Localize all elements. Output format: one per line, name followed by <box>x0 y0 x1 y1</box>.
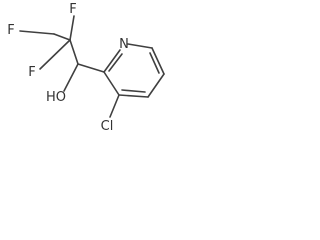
ring-bond-c6-c5 <box>151 47 165 75</box>
atom-label-f1: F <box>69 2 76 17</box>
ring-bond-c5-c4 <box>147 73 165 98</box>
ring-bond-c3-c2 <box>103 71 120 96</box>
bond-cf3-choh <box>69 39 79 65</box>
chemical-structure: F F F HO N Cl <box>7 2 165 134</box>
bond-cf3-f1 <box>69 15 75 41</box>
bond-choh-c2 <box>77 63 105 73</box>
atom-label-cl: Cl <box>101 119 114 134</box>
ring-bond-c6-c5-inner <box>149 52 160 74</box>
bond-c3-cl <box>109 94 120 118</box>
ring-bond-c4-c3-inner <box>121 89 146 93</box>
ring-bond-c2-n <box>103 49 121 73</box>
atom-label-f2: F <box>7 23 14 38</box>
bond-f2-connector <box>19 30 55 35</box>
ring-bond-c2-n-inner <box>108 53 123 72</box>
ring-bond-c4-c3 <box>118 94 149 98</box>
ring-bond-n-c6 <box>127 43 153 49</box>
bond-cf3-f3 <box>39 39 71 70</box>
bond-cf3-f2 <box>53 33 71 41</box>
bond-choh-oh <box>63 63 79 92</box>
atom-label-oh: HO <box>46 90 66 105</box>
atom-label-f3: F <box>28 65 35 80</box>
atom-label-n: N <box>119 37 129 52</box>
